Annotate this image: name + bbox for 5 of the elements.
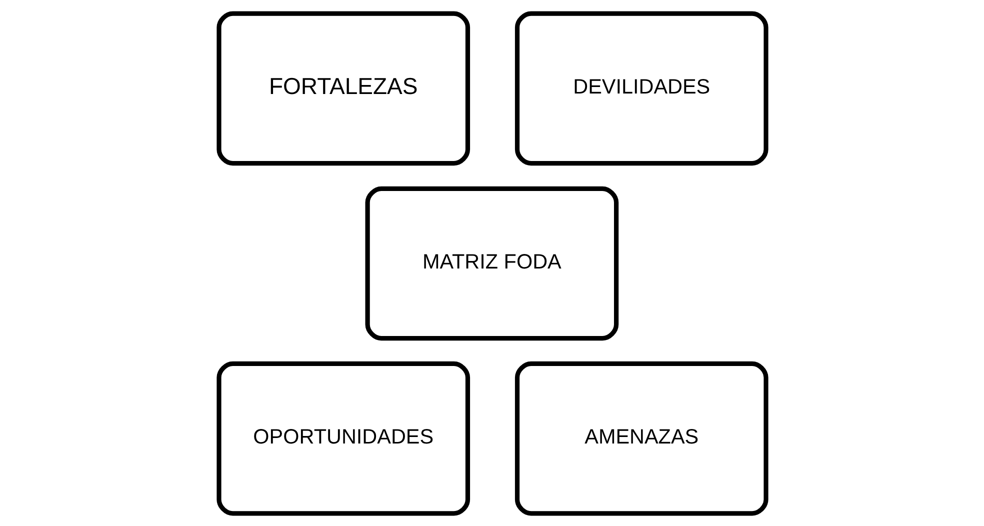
node-box: OPORTUNIDADES — [216, 360, 470, 516]
node-box: DEVILIDADES — [514, 10, 768, 166]
node-box: AMENAZAS — [514, 360, 768, 516]
node-box: MATRIZ FODA — [364, 186, 618, 340]
node-box: FORTALEZAS — [216, 10, 470, 166]
